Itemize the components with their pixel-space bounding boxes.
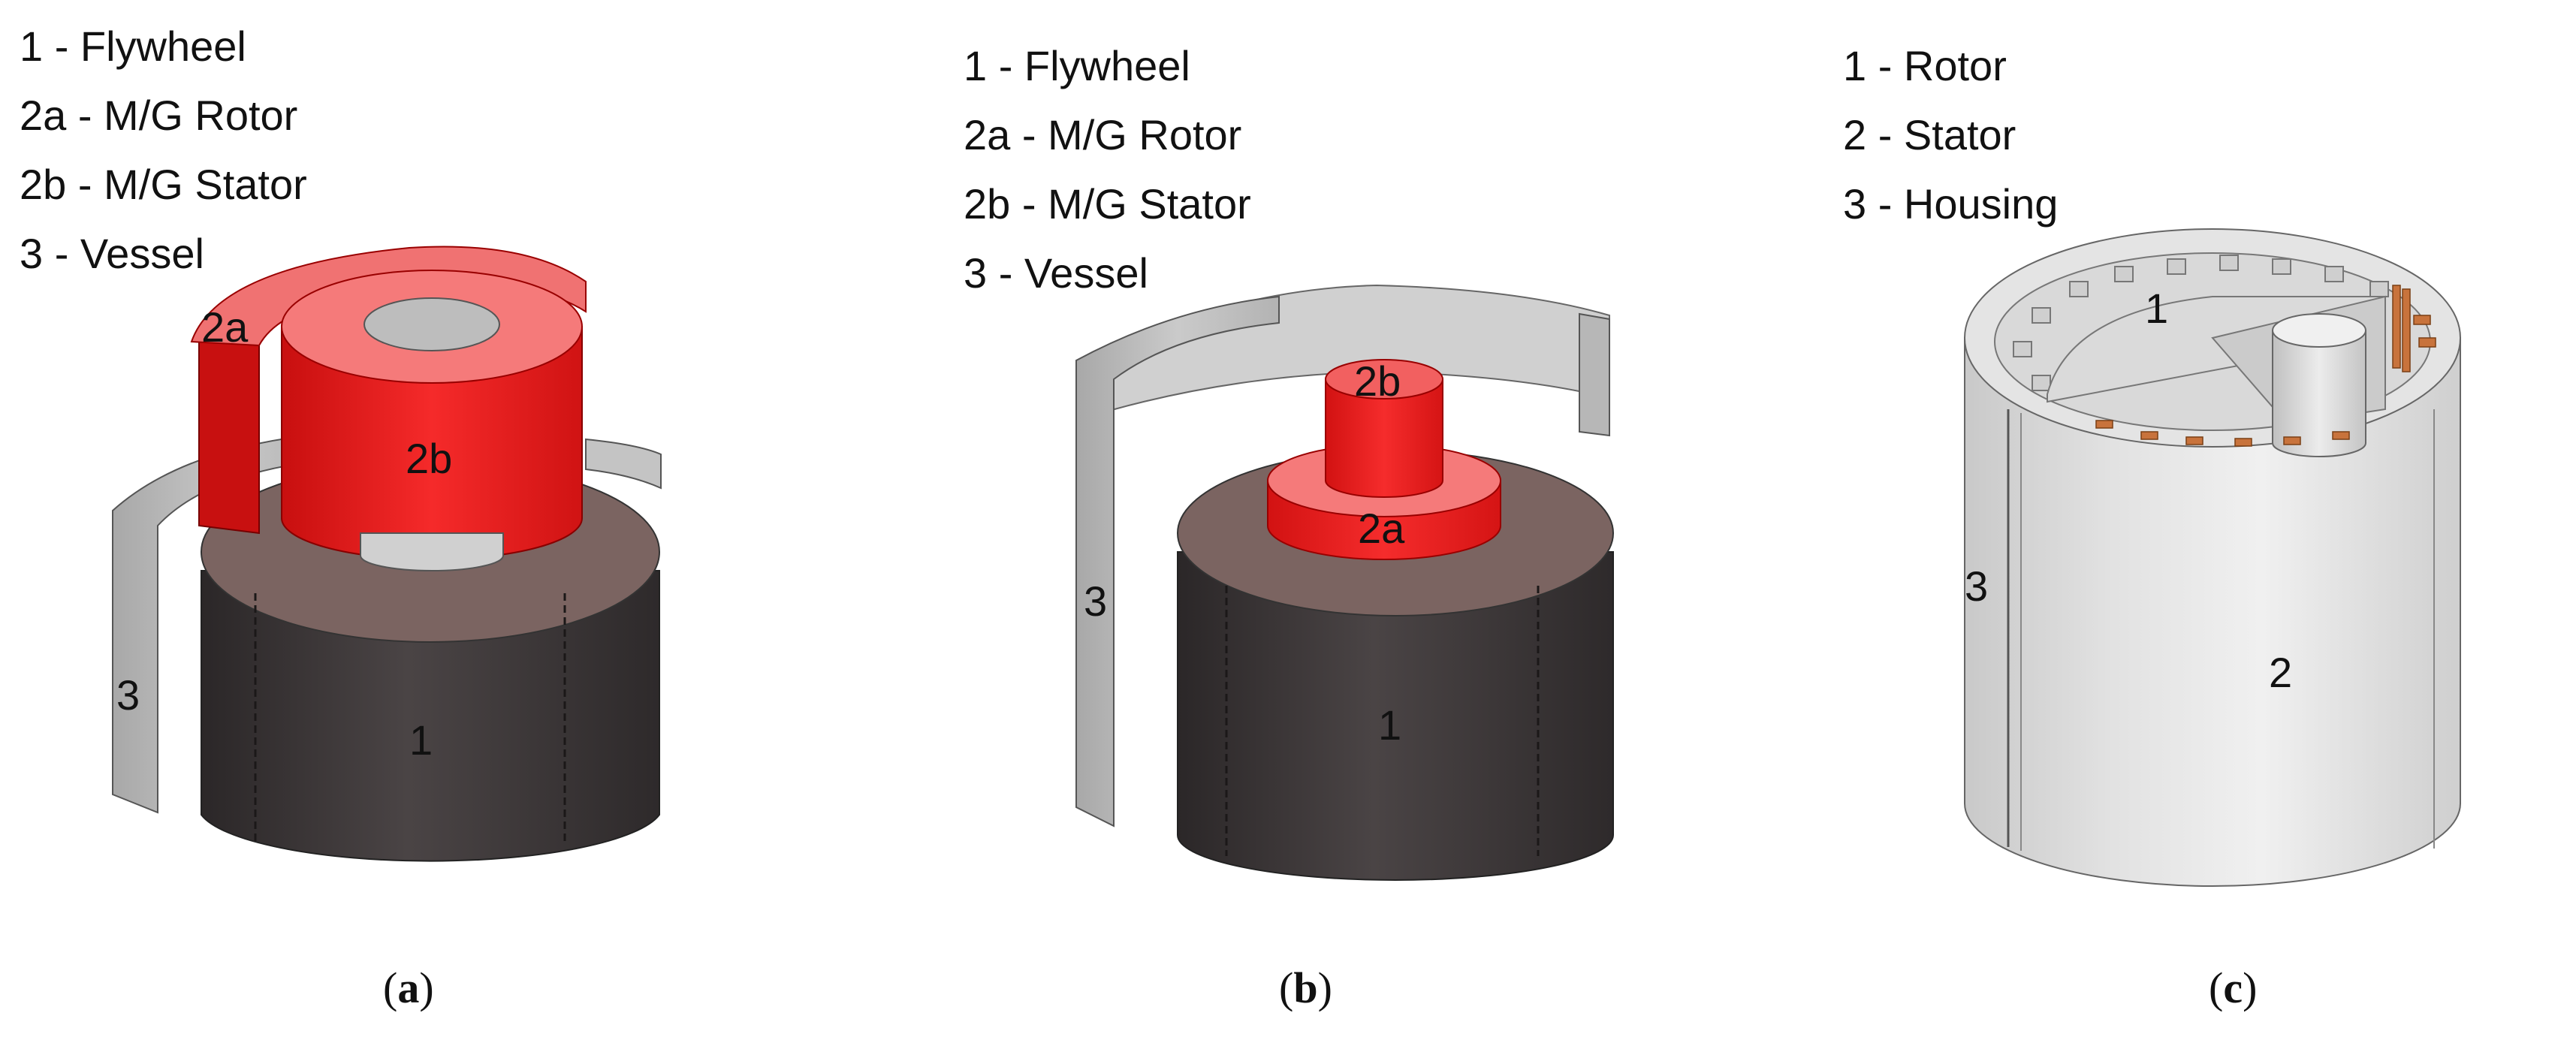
panel-a-drawing: 2b 2a 1 3 (112, 246, 662, 862)
label-flywheel-1: 1 (409, 716, 433, 764)
legend-item: 1 - Flywheel (20, 23, 246, 70)
label-rotor-2a: 2a (1358, 505, 1405, 552)
legend-item: 3 - Vessel (20, 230, 204, 277)
legend-item: 2b - M/G Stator (20, 161, 307, 208)
legend-item: 2a - M/G Rotor (20, 92, 298, 139)
caption-b: (b) (1279, 963, 1332, 1012)
legend-item: 2 - Stator (1843, 111, 2016, 158)
label-stator-2: 2 (2269, 649, 2292, 696)
panel-b: 2b 2a 1 3 1 - Flywheel 2a - M/G Rotor 2b… (858, 0, 1717, 1037)
caption-letter: b (1293, 963, 1318, 1012)
legend-item: 3 - Housing (1843, 180, 2059, 228)
label-rotor-1: 1 (2145, 285, 2168, 332)
panel-a: 2b 2a 1 3 1 - Flywheel 2a - M/G Rotor 2b… (0, 0, 858, 1037)
legend-item: 1 - Rotor (1843, 42, 2007, 89)
panel-b-drawing: 2b 2a 1 3 (1075, 284, 1614, 881)
label-rotor-2a: 2a (201, 303, 249, 351)
legend-item: 2b - M/G Stator (964, 180, 1251, 228)
legend-item: 3 - Vessel (964, 249, 1148, 297)
panel-c: 1 2 3 1 - Rotor 2 - Stator 3 - Housing (… (1717, 0, 2576, 1037)
label-vessel-3: 3 (116, 671, 140, 719)
caption-a: (a) (383, 963, 434, 1012)
panel-c-drawing: 1 2 3 (1964, 228, 2461, 887)
label-stator-2b: 2b (1354, 357, 1401, 405)
stator-teeth (2013, 255, 2389, 391)
rotor (2047, 295, 2386, 457)
caption-letter: c (2223, 963, 2243, 1012)
legend-a: 1 - Flywheel 2a - M/G Rotor 2b - M/G Sta… (20, 12, 307, 288)
legend-b: 1 - Flywheel 2a - M/G Rotor 2b - M/G Sta… (964, 32, 1251, 308)
legend-item: 1 - Flywheel (964, 42, 1190, 89)
label-vessel-3: 3 (1084, 577, 1107, 625)
caption-letter: a (397, 963, 420, 1012)
vessel-shell (1075, 284, 1610, 827)
label-flywheel-1: 1 (1378, 701, 1401, 749)
label-housing-3: 3 (1965, 562, 1988, 610)
caption-c: (c) (2209, 963, 2258, 1012)
mg-stator (1325, 359, 1443, 498)
legend-item: 2a - M/G Rotor (964, 111, 1242, 158)
copper-windings (2095, 285, 2436, 447)
motor-generator (190, 246, 587, 571)
label-stator-2b: 2b (406, 435, 452, 482)
legend-c: 1 - Rotor 2 - Stator 3 - Housing (1843, 32, 2058, 239)
